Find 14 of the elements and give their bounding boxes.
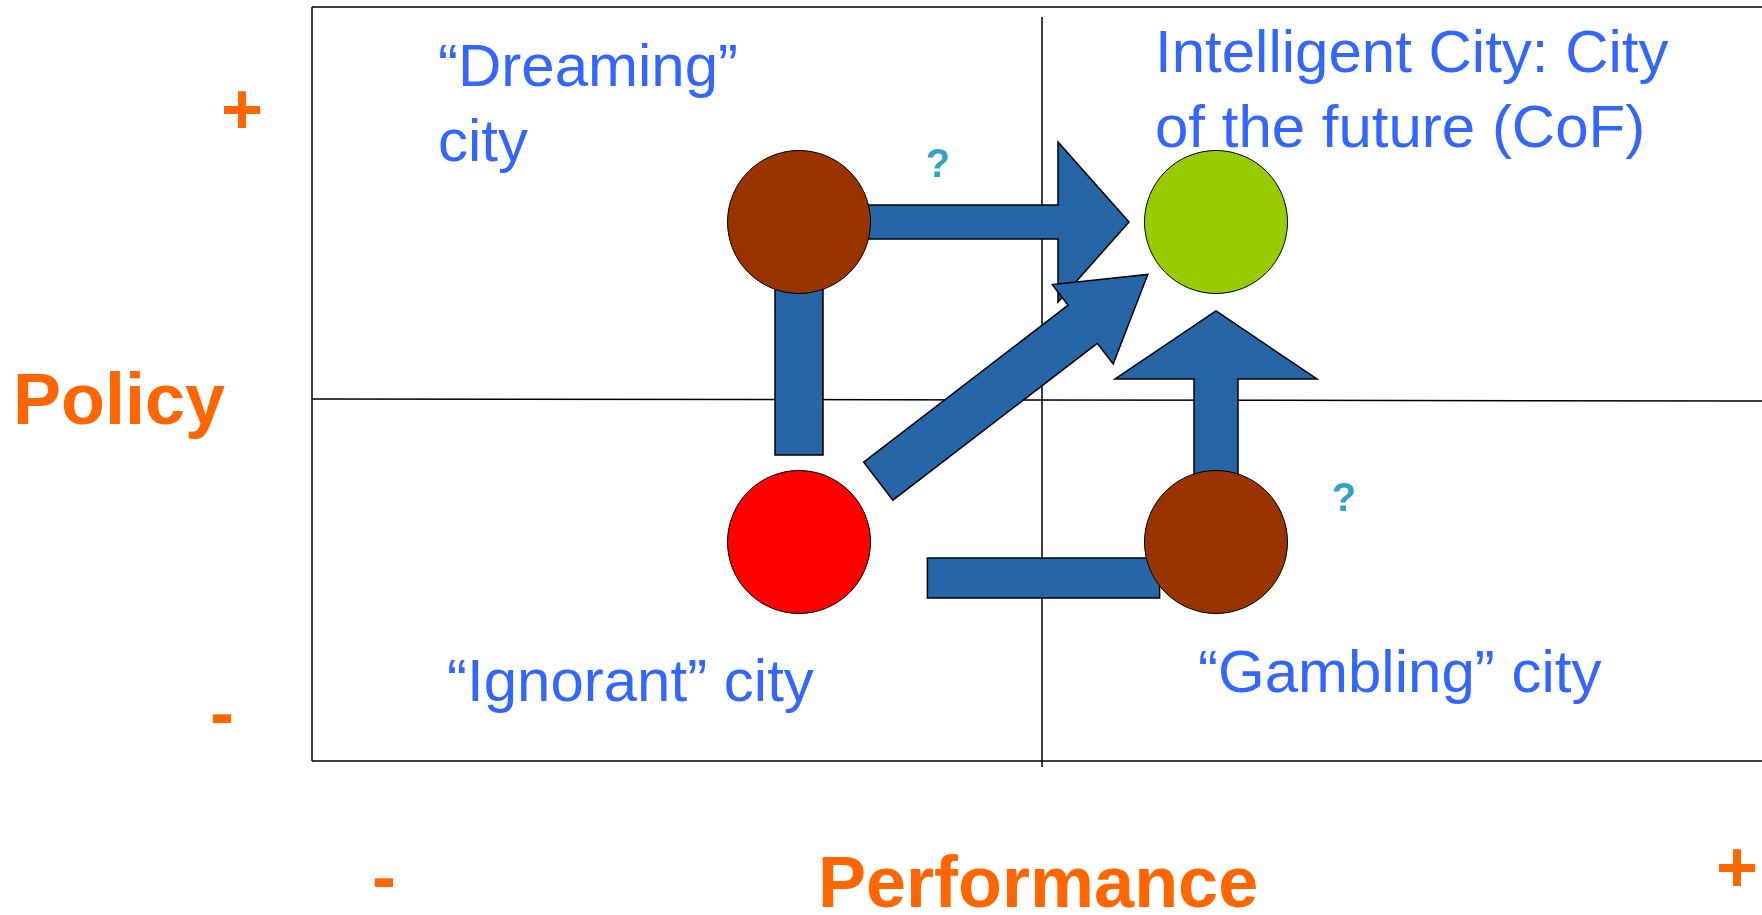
quadrant-label: Intelligent City: City of the future (CoF) xyxy=(1155,17,1670,162)
connector-bar xyxy=(926,557,1161,599)
axis-sign: + xyxy=(221,68,264,151)
connector-bar xyxy=(774,287,824,456)
axis-title: Performance xyxy=(818,841,1259,915)
block-arrow xyxy=(866,140,1130,304)
quadrant-label: “Gambling” city xyxy=(1198,637,1603,707)
quadrant-label: “Ignorant” city xyxy=(447,646,815,716)
axis-sign: - xyxy=(372,835,396,915)
axis-sign: + xyxy=(1716,826,1759,909)
axis-title: Policy xyxy=(13,358,226,441)
block-arrow xyxy=(862,273,1149,502)
quadrant-label: “Dreaming” city xyxy=(438,31,740,176)
axis-sign: - xyxy=(210,671,234,754)
